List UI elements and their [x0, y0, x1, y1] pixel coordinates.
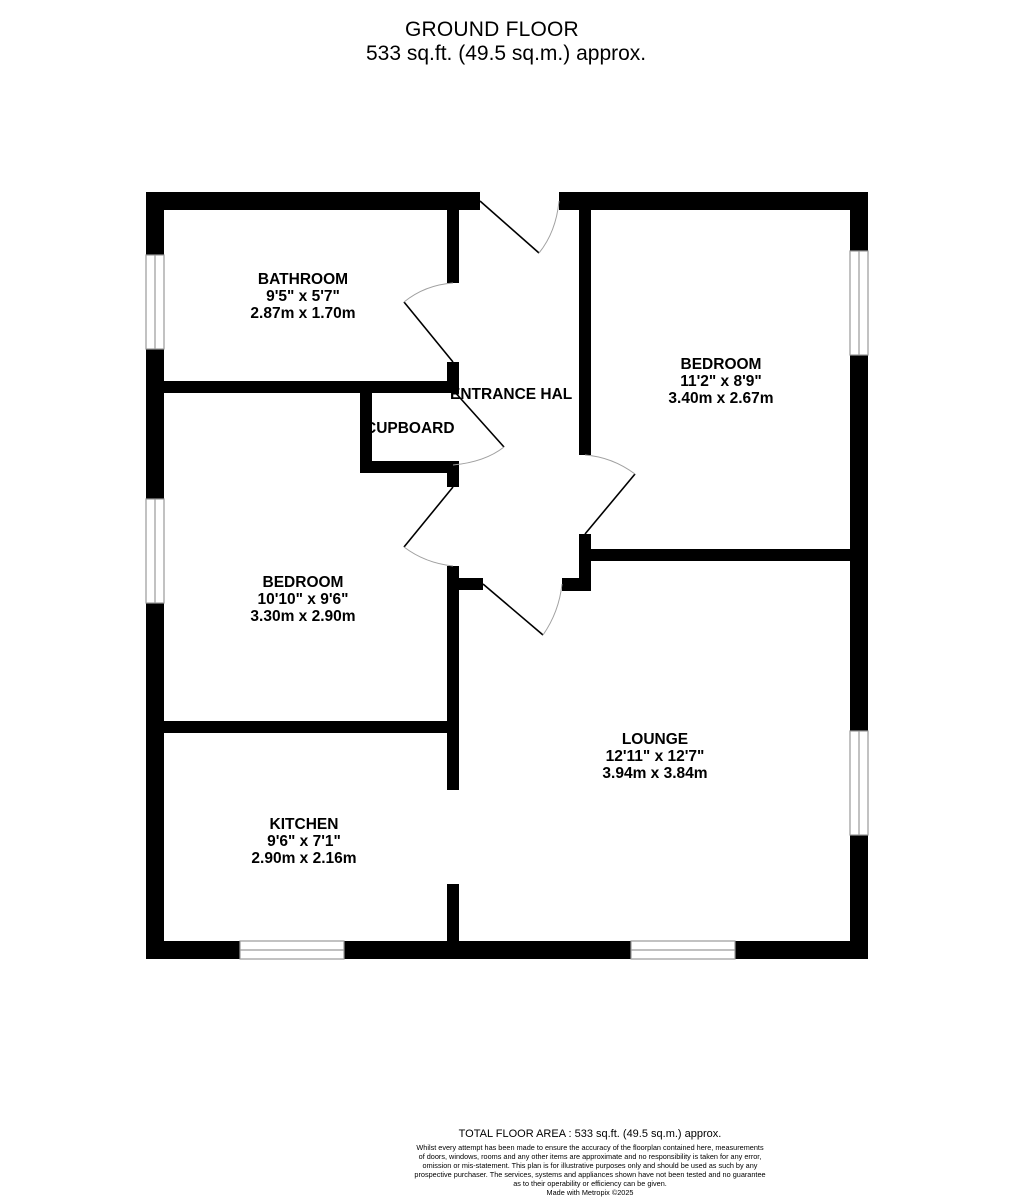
disclaimer-line: Whilst every attempt has been made to en…	[416, 1143, 764, 1152]
door-cupboard	[452, 389, 505, 466]
outer-wall-top-right	[559, 192, 868, 210]
room-dim-imperial: 11'2" x 8'9"	[680, 373, 762, 390]
room-name: BEDROOM	[680, 356, 762, 373]
doors	[403, 200, 636, 636]
room-dim-imperial: 12'11" x 12'7"	[605, 748, 705, 765]
credit: Made with Metropix ©2025	[546, 1188, 634, 1197]
outer-wall-top-left	[146, 192, 480, 210]
room-dim-metric: 2.87m x 1.70m	[250, 305, 356, 322]
bedroom-right-door-stub	[579, 534, 591, 591]
cupboard-door-stub	[447, 461, 459, 487]
room-label-lounge: LOUNGE 12'11" x 12'7" 3.94m x 3.84m	[602, 731, 707, 782]
total-floor-area: TOTAL FLOOR AREA : 533 sq.ft. (49.5 sq.m…	[458, 1128, 722, 1140]
room-label-bedroom-left: BEDROOM 10'10" x 9'6" 3.30m x 2.90m	[250, 574, 355, 625]
bedroom-right-left-wall	[579, 210, 591, 455]
cupboard-bottom-wall	[360, 461, 459, 473]
disclaimer-line: omission or mis-statement. This plan is …	[422, 1161, 758, 1170]
room-name: KITCHEN	[269, 816, 339, 833]
room-dim-imperial: 9'6" x 7'1"	[267, 833, 341, 850]
door-bedroom-left	[403, 486, 454, 567]
label-cupboard: CUPBOARD	[365, 420, 455, 437]
room-label-bedroom-right: BEDROOM 11'2" x 8'9" 3.40m x 2.67m	[668, 356, 773, 407]
room-label-kitchen: KITCHEN 9'6" x 7'1" 2.90m x 2.16m	[251, 816, 356, 867]
window-lounge-right	[849, 730, 869, 836]
door-lounge	[482, 583, 563, 636]
window-lounge-bottom	[630, 940, 736, 960]
door-bedroom-right	[584, 454, 636, 535]
disclaimer-line: prospective purchaser. The services, sys…	[414, 1170, 766, 1179]
disclaimer: Whilst every attempt has been made to en…	[380, 1143, 800, 1197]
door-bathroom	[403, 282, 454, 363]
room-name: BATHROOM	[257, 271, 349, 288]
footer: TOTAL FLOOR AREA : 533 sq.ft. (49.5 sq.m…	[380, 1128, 800, 1197]
bedroom-lounge-wall	[591, 549, 850, 561]
disclaimer-line: as to their operability or efficiency ca…	[513, 1179, 667, 1188]
room-name: LOUNGE	[621, 731, 689, 748]
window-kitchen-bottom	[239, 940, 345, 960]
room-dim-metric: 3.40m x 2.67m	[668, 390, 774, 407]
room-dim-imperial: 9'5" x 5'7"	[266, 288, 340, 305]
door-front	[479, 200, 560, 254]
floor-area: 533 sq.ft. (49.5 sq.m.) approx.	[366, 42, 647, 65]
room-dim-metric: 3.94m x 3.84m	[602, 765, 708, 782]
windows	[145, 250, 869, 960]
room-name: BEDROOM	[262, 574, 344, 591]
disclaimer-line: of doors, windows, rooms and any other i…	[418, 1152, 762, 1161]
room-dim-metric: 3.30m x 2.90m	[250, 608, 356, 625]
cupboard-left-wall	[360, 393, 372, 473]
floor-title: GROUND FLOOR	[405, 18, 579, 41]
bedroom-kitchen-wall	[164, 721, 459, 733]
window-bedroom-left	[145, 498, 165, 604]
bedroom-left-right-wall	[447, 566, 459, 790]
lounge-door-stub-right	[562, 578, 591, 591]
kitchen-lounge-stub	[447, 884, 459, 941]
room-dim-metric: 2.90m x 2.16m	[251, 850, 357, 867]
bathroom-wall-upper	[447, 210, 459, 283]
window-bathroom-left	[145, 254, 165, 350]
bathroom-bottom-wall	[164, 381, 459, 393]
lounge-door-stub-left	[459, 578, 483, 590]
room-dim-imperial: 10'10" x 9'6"	[257, 591, 349, 608]
room-label-bathroom: BATHROOM 9'5" x 5'7" 2.87m x 1.70m	[250, 271, 355, 322]
label-entrance-hall: ENTRANCE HAL	[450, 386, 573, 403]
window-bedroom-right	[849, 250, 869, 356]
